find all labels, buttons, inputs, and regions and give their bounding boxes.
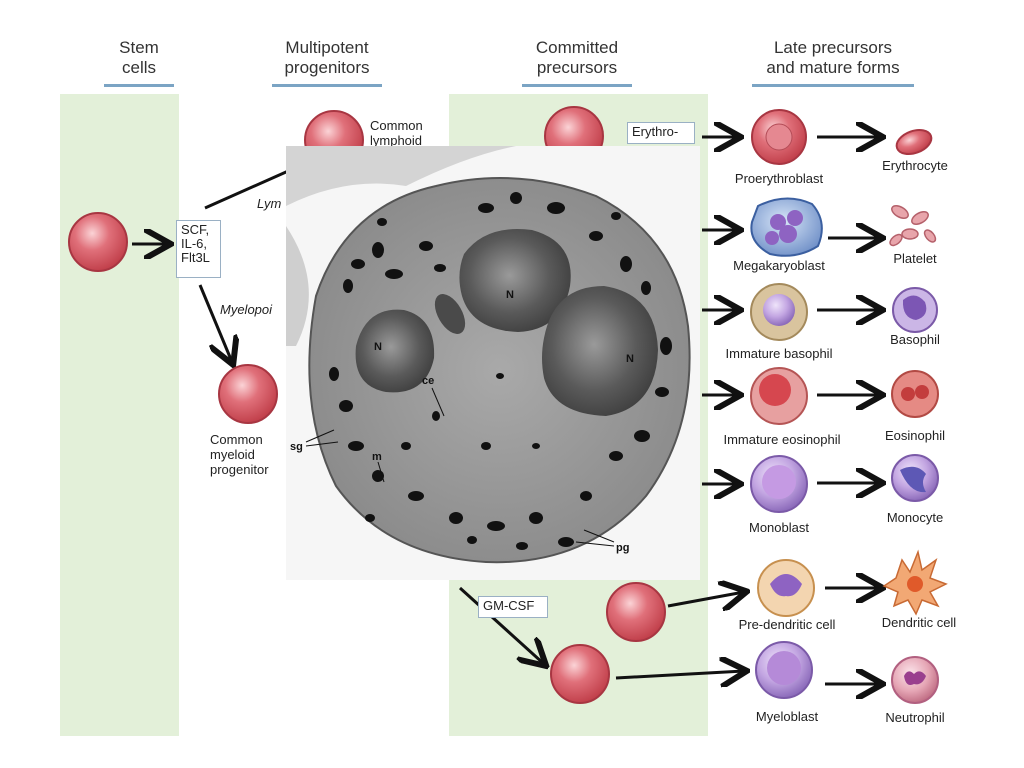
proerythroblast-cell — [751, 109, 807, 165]
arrow-to-lymphoid — [204, 166, 296, 210]
header-underline — [522, 84, 632, 87]
nucleus-middle — [459, 229, 571, 332]
monocyte-cell — [891, 454, 939, 502]
precursor-label-immature-eosinophil: Immature eosinophil — [723, 432, 841, 447]
eosinophil-cell — [891, 370, 939, 418]
myelopoiesis-label: Myelopoi — [220, 302, 273, 317]
stem-cell — [68, 212, 128, 272]
header-underline — [752, 84, 914, 87]
label-pg: pg — [616, 542, 629, 554]
myeloblast-cell — [755, 641, 813, 699]
mature-label-monocyte: Monocyte — [886, 510, 944, 525]
arrow — [615, 671, 744, 678]
cell-body — [308, 177, 691, 564]
precursor-label-megakaryoblast: Megakaryoblast — [733, 258, 825, 273]
label-m: m — [372, 451, 382, 463]
stem-cells-band — [60, 94, 179, 736]
myeloid-committed-cell — [550, 644, 610, 704]
megakaryoblast-cell — [750, 197, 823, 257]
basophil-cell — [892, 287, 938, 333]
electron-micrograph: N N N ce sg m pg — [286, 146, 700, 580]
common-myeloid-label: Common myeloid progenitor — [210, 432, 269, 477]
header-multipotent-progenitors: Multipotent progenitors — [272, 38, 382, 87]
erythrocyte-cell — [895, 128, 933, 156]
immature-eosinophil-cell — [750, 367, 808, 425]
precursor-label-proerythroblast: Proerythroblast — [734, 171, 824, 186]
neutrophil-cell — [891, 656, 939, 704]
mature-label-erythrocyte: Erythrocyte — [882, 158, 948, 173]
erythro-cytokine-box: Erythro- — [627, 122, 695, 144]
monoblast-cell — [750, 455, 808, 513]
stem-cytokine-box: SCF, IL-6, Flt3L — [176, 220, 221, 278]
stem-cytokine-text: SCF, IL-6, Flt3L — [181, 222, 210, 265]
label-sg: sg — [290, 441, 303, 453]
precursor-label-immature-basophil: Immature basophil — [725, 346, 833, 361]
lymphopoiesis-label: Lym — [257, 196, 282, 211]
dendritic-committed-cell — [606, 582, 666, 642]
dendritic-cell — [882, 549, 948, 616]
erythro-cytokine-text: Erythro- — [632, 124, 679, 139]
header-committed-text: Committed precursors — [535, 38, 619, 77]
label-ce: ce — [422, 375, 434, 387]
arrow-to-myeloid — [198, 284, 232, 362]
label-n-left: N — [374, 341, 382, 353]
nucleus-left — [355, 309, 435, 393]
label-n-middle: N — [506, 289, 514, 301]
header-stem-cells-text: Stem cells — [119, 38, 159, 77]
mature-label-dendritic-cell: Dendritic cell — [881, 615, 957, 630]
header-underline — [104, 84, 174, 87]
arrow-to-myeloid-committed — [458, 586, 544, 664]
pre-dendritic-cell — [757, 559, 815, 617]
header-committed-precursors: Committed precursors — [522, 38, 632, 87]
gm-csf-box: GM-CSF — [478, 596, 548, 618]
precursor-label-myeloblast: Myeloblast — [755, 709, 819, 724]
micrograph-image: N N N ce sg m pg — [286, 146, 691, 564]
precursor-label-monoblast: Monoblast — [749, 520, 809, 535]
header-late-text: Late precursors and mature forms — [766, 38, 900, 77]
common-myeloid-progenitor-cell — [218, 364, 278, 424]
gm-csf-text: GM-CSF — [483, 598, 535, 613]
granules — [329, 192, 672, 550]
immature-basophil-cell — [750, 283, 808, 341]
header-underline — [272, 84, 382, 87]
mature-label-platelet: Platelet — [893, 251, 937, 266]
header-multipotent-text: Multipotent progenitors — [284, 38, 370, 77]
mature-label-basophil: Basophil — [890, 332, 940, 347]
arrow — [667, 592, 744, 606]
nucleus-right — [542, 286, 658, 416]
label-n-right: N — [626, 353, 634, 365]
header-late-precursors: Late precursors and mature forms — [752, 38, 914, 87]
common-lymphoid-label: Common lymphoid — [370, 118, 423, 148]
mature-label-eosinophil: Eosinophil — [885, 428, 945, 443]
header-stem-cells: Stem cells — [104, 38, 174, 87]
mature-label-neutrophil: Neutrophil — [885, 710, 945, 725]
precursor-label-pre-dendritic: Pre-dendritic cell — [738, 617, 836, 632]
platelet-cells — [889, 205, 937, 247]
